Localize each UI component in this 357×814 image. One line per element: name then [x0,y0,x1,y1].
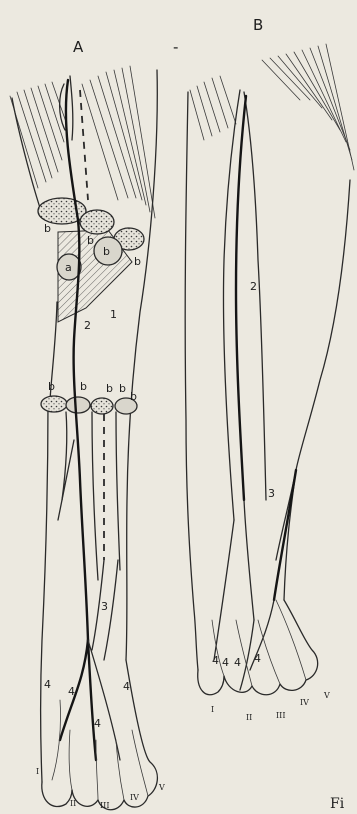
label-digit-II: II [70,799,76,808]
label-b: b [130,390,137,403]
panel-separator: - [173,38,178,56]
label-digit-III: III [276,711,285,720]
label-oval-b: b [103,245,110,258]
upper-muscle-fibres-a [10,66,155,218]
label-digit-nerve-4: 4 [254,652,261,665]
label-digit-III: III [100,801,109,810]
caption-fragment: Fi [330,796,345,812]
nerves-a [58,80,120,760]
label-b: b [80,380,87,393]
label-digit-nerve-4: 4 [68,685,75,698]
label-digit-IV: IV [300,698,309,707]
label-nerve-2: 2 [250,280,257,293]
label-digit-I: I [211,705,214,714]
label-digit-V: V [158,783,165,792]
label-nerve-2: 2 [84,319,91,332]
lower-cut-muscles-a [41,396,137,414]
label-nerve-3: 3 [101,600,108,613]
labels-b: 2 3 4 4 4 4 I II III IV V [211,280,330,722]
label-digit-nerve-4: 4 [44,678,51,691]
upper-muscle-fibres-b [190,44,354,170]
label-nerve-3: 3 [268,487,275,500]
panel-a: A [10,38,165,810]
label-digit-nerve-4: 4 [94,717,101,730]
label-b: b [44,222,51,235]
hand-a [42,660,158,810]
labels-a: b b b b a b b b b b 1 2 3 4 4 4 4 I II I… [36,222,165,810]
forearm-lines-a [62,412,120,580]
panel-label-b: B [253,16,263,34]
label-digit-IV: IV [130,793,139,802]
label-digit-II: II [246,713,252,722]
label-b: b [119,382,126,395]
label-digit-I: I [36,767,39,776]
label-b: b [48,380,55,393]
label-digit-nerve-4: 4 [234,656,241,669]
label-nerve-1: 1 [110,308,117,321]
arm-outline-b [185,90,350,670]
label-digit-V: V [323,691,330,700]
label-digit-nerve-4: 4 [212,654,219,667]
label-b: b [134,255,141,268]
panel-b: B [185,16,354,722]
label-b: b [87,234,94,247]
label-b: b [106,382,113,395]
label-oval-a: a [65,261,72,274]
panel-label-a: A [73,38,84,56]
label-digit-nerve-4: 4 [222,656,229,669]
label-digit-nerve-4: 4 [123,680,130,693]
